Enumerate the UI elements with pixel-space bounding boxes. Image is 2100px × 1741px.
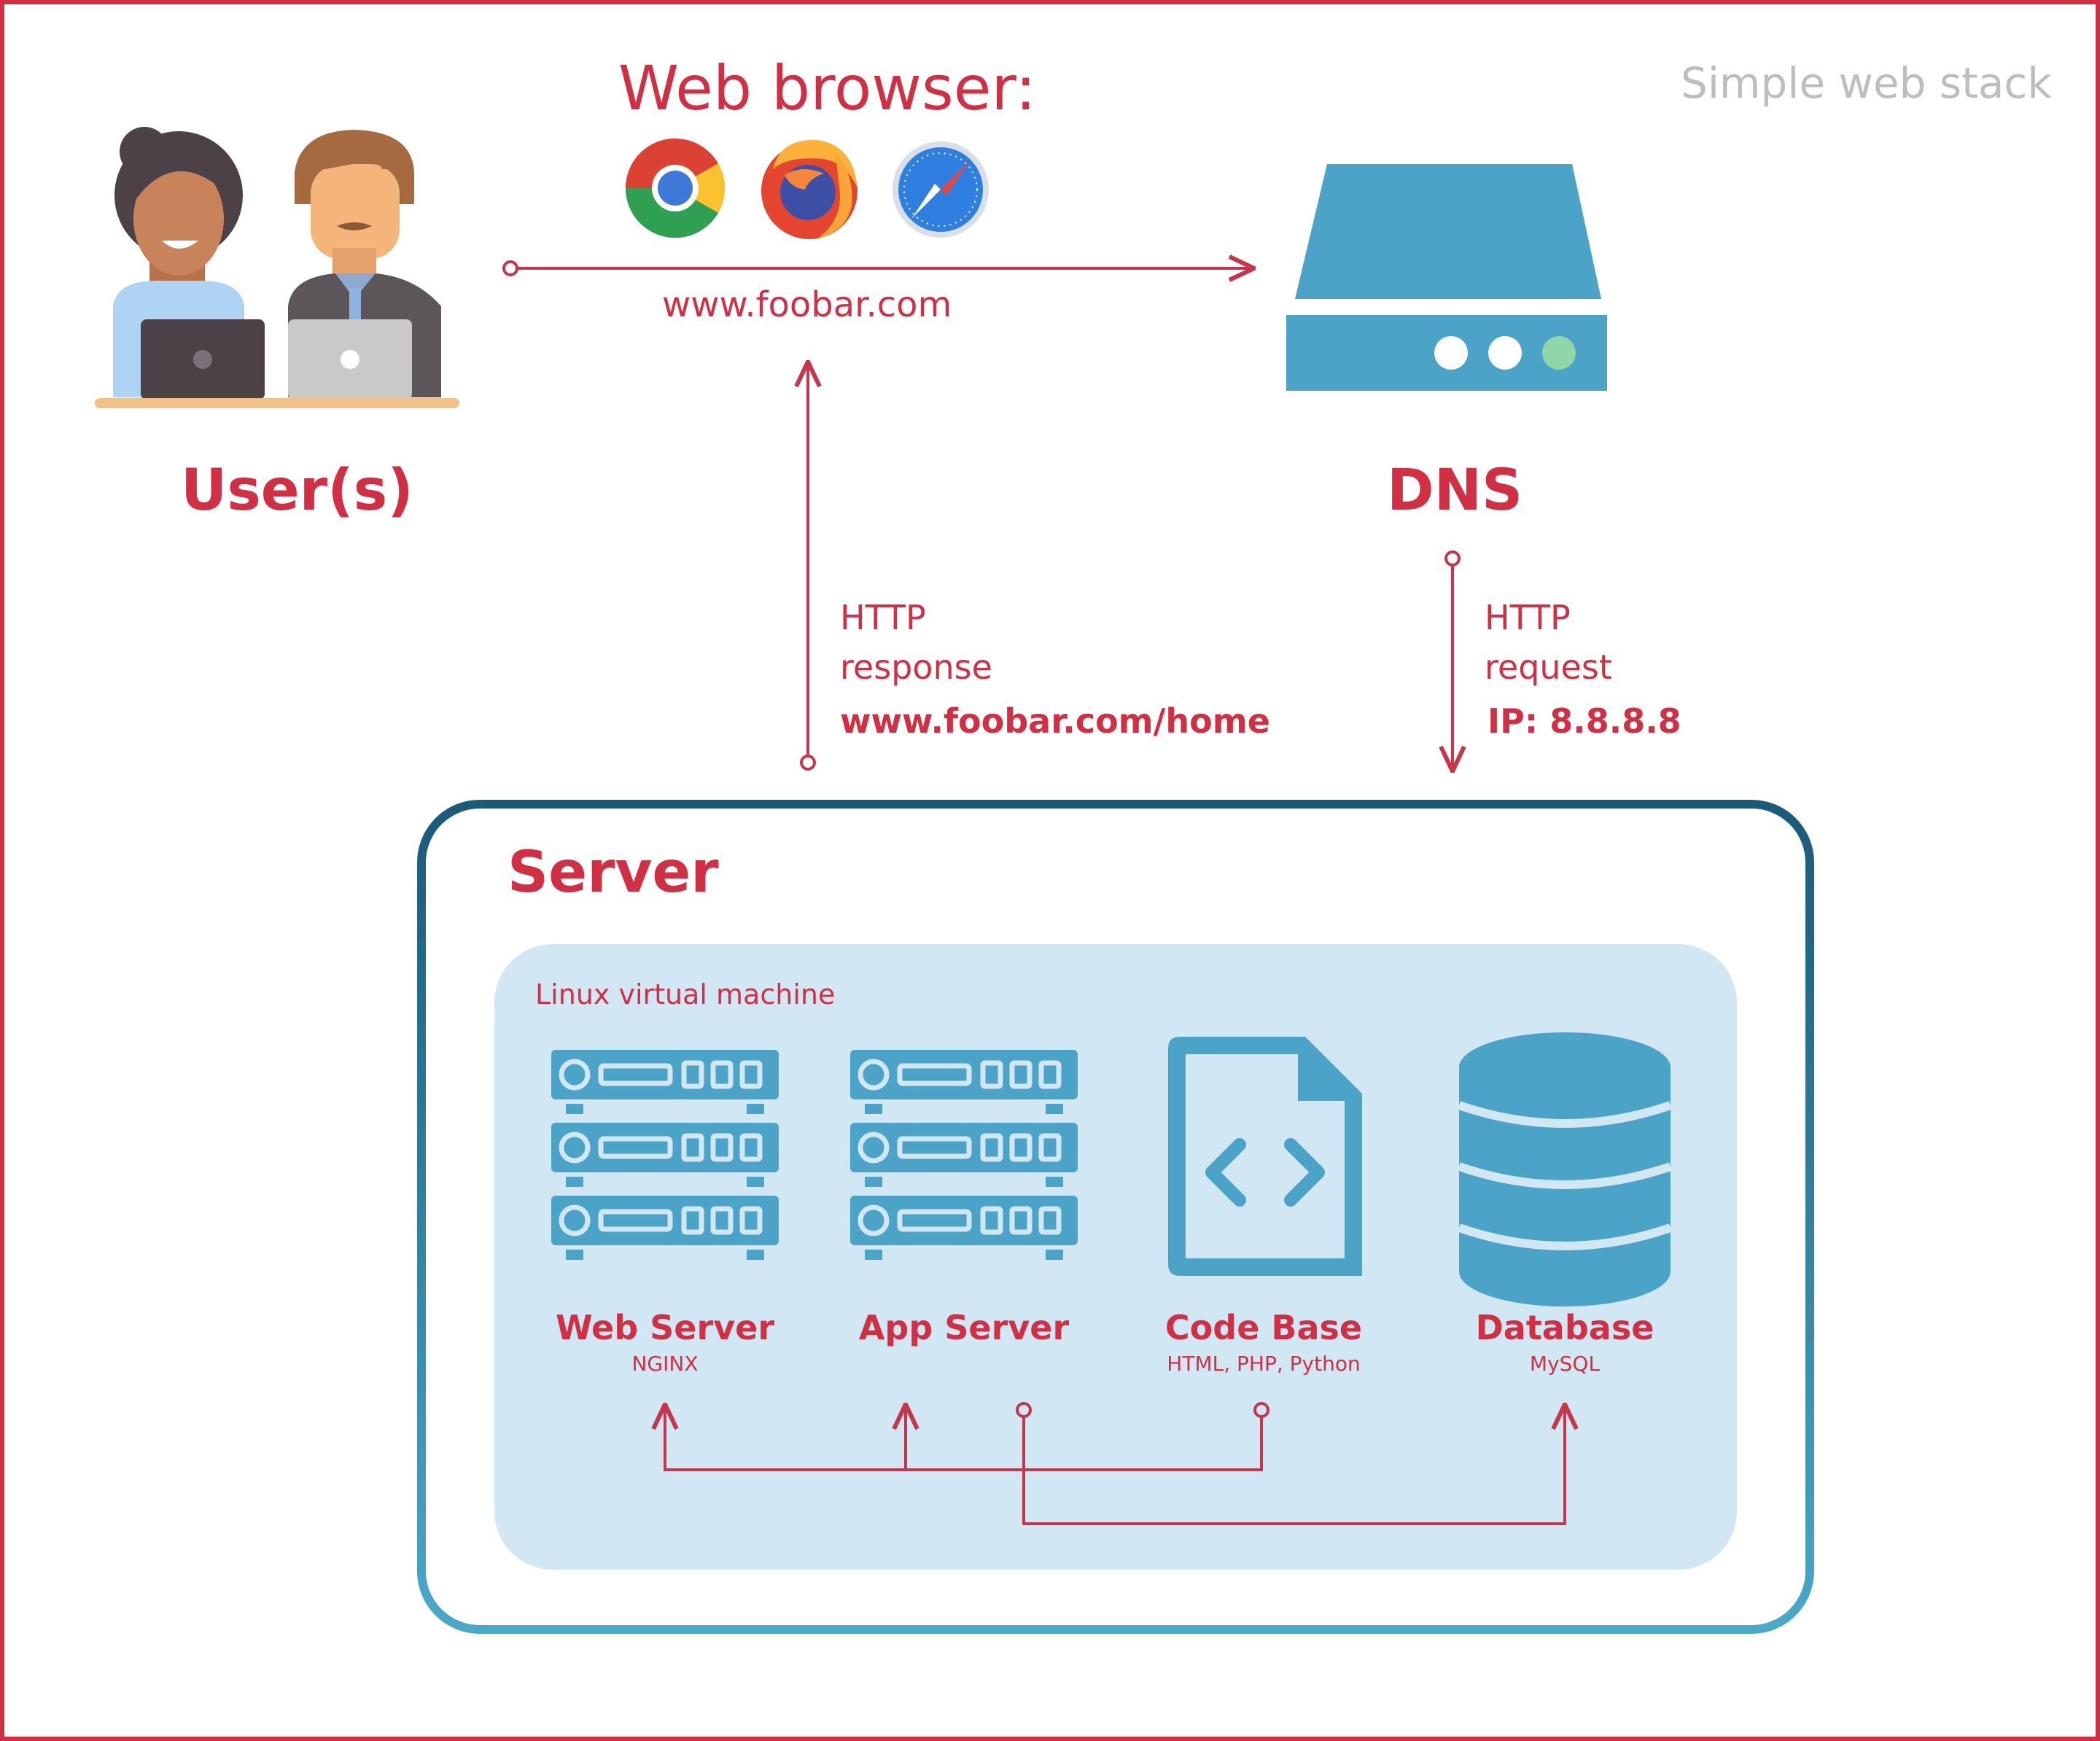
dns-label: DNS (1387, 458, 1523, 523)
http-request-label-line1: HTTP (1485, 598, 1571, 637)
database-icon (1458, 1032, 1672, 1306)
app-server-icon (850, 1050, 1078, 1260)
server-title: Server (508, 840, 719, 905)
http-response-label-line2: response (840, 647, 992, 687)
http-request-arrow (1446, 550, 1459, 771)
http-response-label-line1: HTTP (840, 598, 926, 637)
users-icon (95, 127, 459, 408)
firefox-icon (761, 139, 858, 239)
dns-server-icon (1286, 164, 1607, 391)
code-base-sub: HTML, PHP, Python (1167, 1352, 1361, 1376)
database-label: Database (1475, 1308, 1654, 1347)
internal-connectors (665, 1402, 1565, 1525)
http-request-label-line2: request (1485, 647, 1612, 687)
code-file-icon (1168, 1037, 1362, 1276)
web-server-icon (551, 1050, 779, 1260)
safari-icon (892, 141, 989, 238)
http-response-url: www.foobar.com/home (840, 701, 1270, 741)
app-server-label: App Server (858, 1308, 1070, 1347)
vm-label: Linux virtual machine (535, 978, 836, 1010)
code-base-label: Code Base (1164, 1308, 1363, 1347)
url-label: www.foobar.com (662, 284, 952, 325)
request-arrow (502, 262, 1254, 275)
chrome-icon (625, 139, 726, 238)
vm-panel (494, 944, 1737, 1570)
users-label: User(s) (181, 458, 413, 523)
web-server-sub: NGINX (631, 1352, 699, 1376)
web-browser-heading: Web browser: (618, 52, 1036, 124)
http-response-arrow (801, 362, 814, 771)
http-request-ip: IP: 8.8.8.8 (1488, 701, 1681, 741)
diagram-title: Simple web stack (1681, 58, 2052, 108)
database-sub: MySQL (1529, 1352, 1601, 1376)
web-server-label: Web Server (555, 1308, 775, 1347)
